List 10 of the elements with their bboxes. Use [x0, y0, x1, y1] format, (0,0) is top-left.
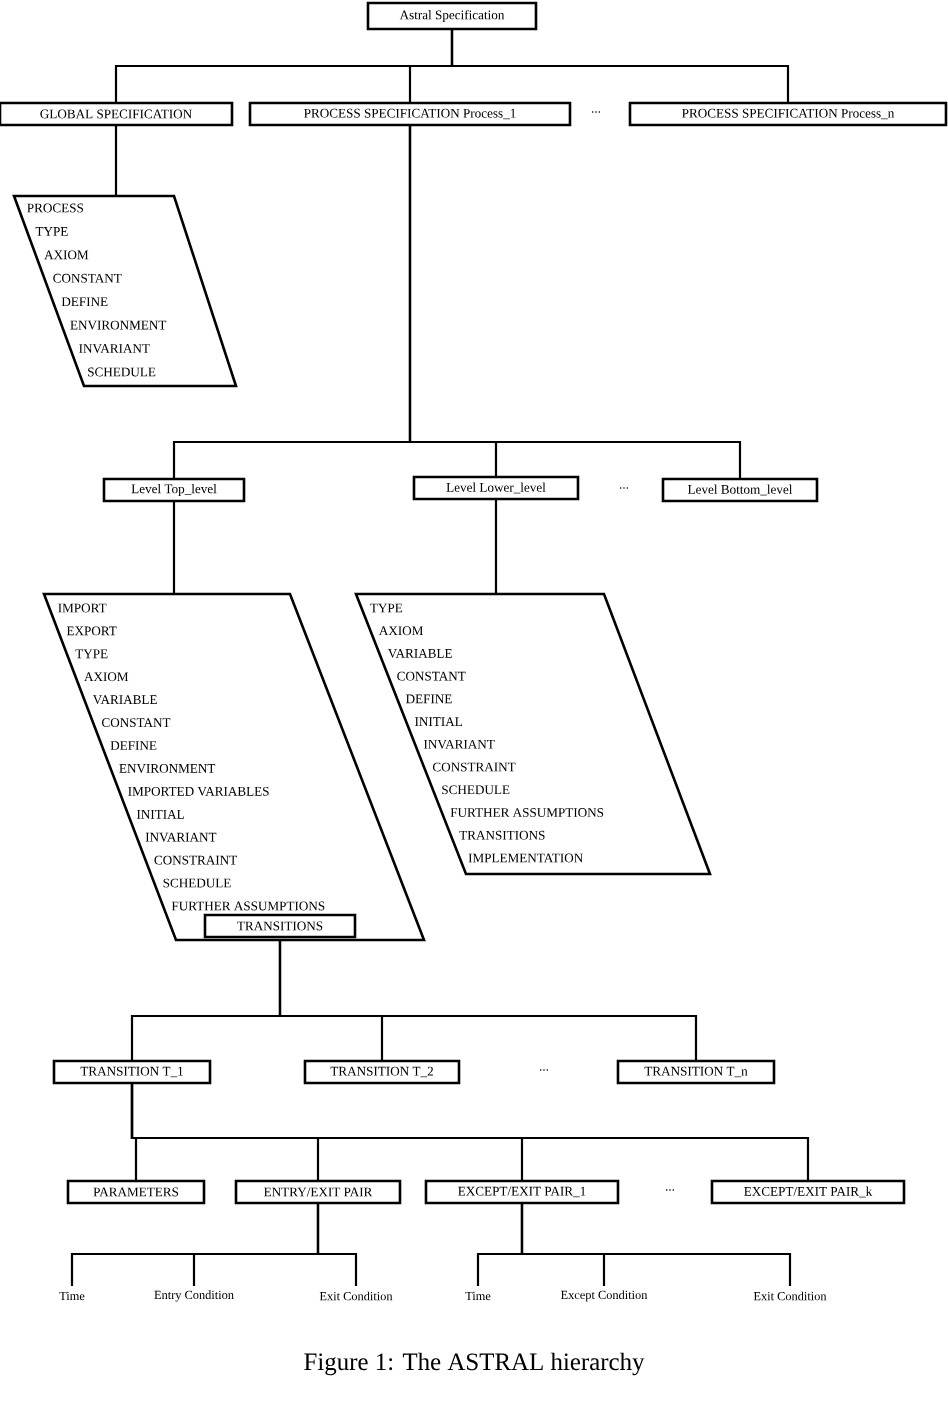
connector-line [130, 1083, 810, 1181]
connector-line [316, 1203, 358, 1286]
connector-line [520, 1203, 792, 1286]
connector-line [494, 499, 498, 594]
connector-line [114, 125, 118, 196]
caption: Figure 1: The ASTRAL hierarchy [304, 1352, 645, 1376]
connector-line [450, 29, 790, 103]
connector-line [278, 937, 698, 1061]
connector-line [172, 501, 176, 594]
connector-line [408, 125, 742, 479]
